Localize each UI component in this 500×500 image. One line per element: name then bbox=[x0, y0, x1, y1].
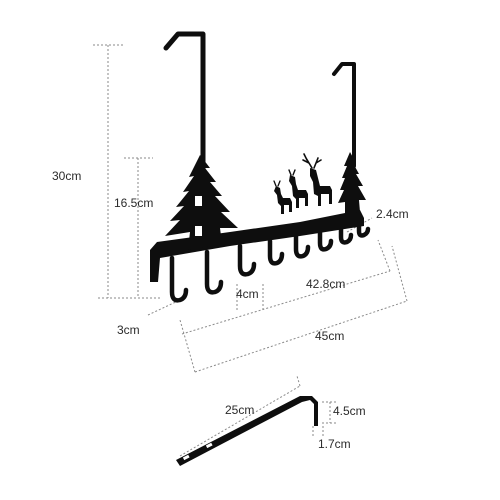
dimension-lines bbox=[93, 44, 408, 457]
rack-bar bbox=[150, 210, 364, 282]
hook-5 bbox=[293, 233, 311, 259]
hook-2 bbox=[204, 249, 224, 295]
bracket-screw-slot bbox=[205, 442, 213, 449]
hook-1 bbox=[169, 255, 189, 303]
bracket-length-label: 25cm bbox=[225, 403, 254, 417]
total-height-label: 30cm bbox=[52, 169, 81, 183]
bracket-slot bbox=[195, 226, 202, 236]
left-door-bracket bbox=[163, 31, 206, 199]
right-pine-tree bbox=[338, 152, 366, 214]
bracket-screw-slot bbox=[182, 454, 190, 461]
dimension-labels: 30cm 16.5cm 2.4cm 4cm 42.8cm 3cm 45cm 25… bbox=[52, 169, 409, 451]
hook-gap-label: 2.4cm bbox=[376, 207, 409, 221]
hook-span-label: 42.8cm bbox=[306, 277, 345, 291]
hook-spacing-label: 4cm bbox=[236, 287, 259, 301]
bracket-arm bbox=[176, 396, 318, 466]
right-door-bracket bbox=[332, 62, 356, 168]
hook-8 bbox=[356, 218, 371, 238]
hook-7 bbox=[338, 223, 354, 245]
door-bracket-detail bbox=[176, 396, 318, 466]
bracket-depth-label: 1.7cm bbox=[318, 437, 351, 451]
hook-3 bbox=[237, 243, 257, 277]
hook-rack bbox=[150, 31, 371, 303]
bracket-slot bbox=[195, 196, 202, 206]
hook-4 bbox=[267, 238, 285, 266]
bracket-height-label: 4.5cm bbox=[333, 404, 366, 418]
body-height-label: 16.5cm bbox=[114, 196, 153, 210]
deer-family bbox=[273, 153, 332, 214]
hook-row bbox=[169, 218, 371, 303]
hook-6 bbox=[317, 228, 334, 252]
total-width-label: 45cm bbox=[315, 329, 344, 343]
hook-depth-label: 3cm bbox=[117, 323, 140, 337]
